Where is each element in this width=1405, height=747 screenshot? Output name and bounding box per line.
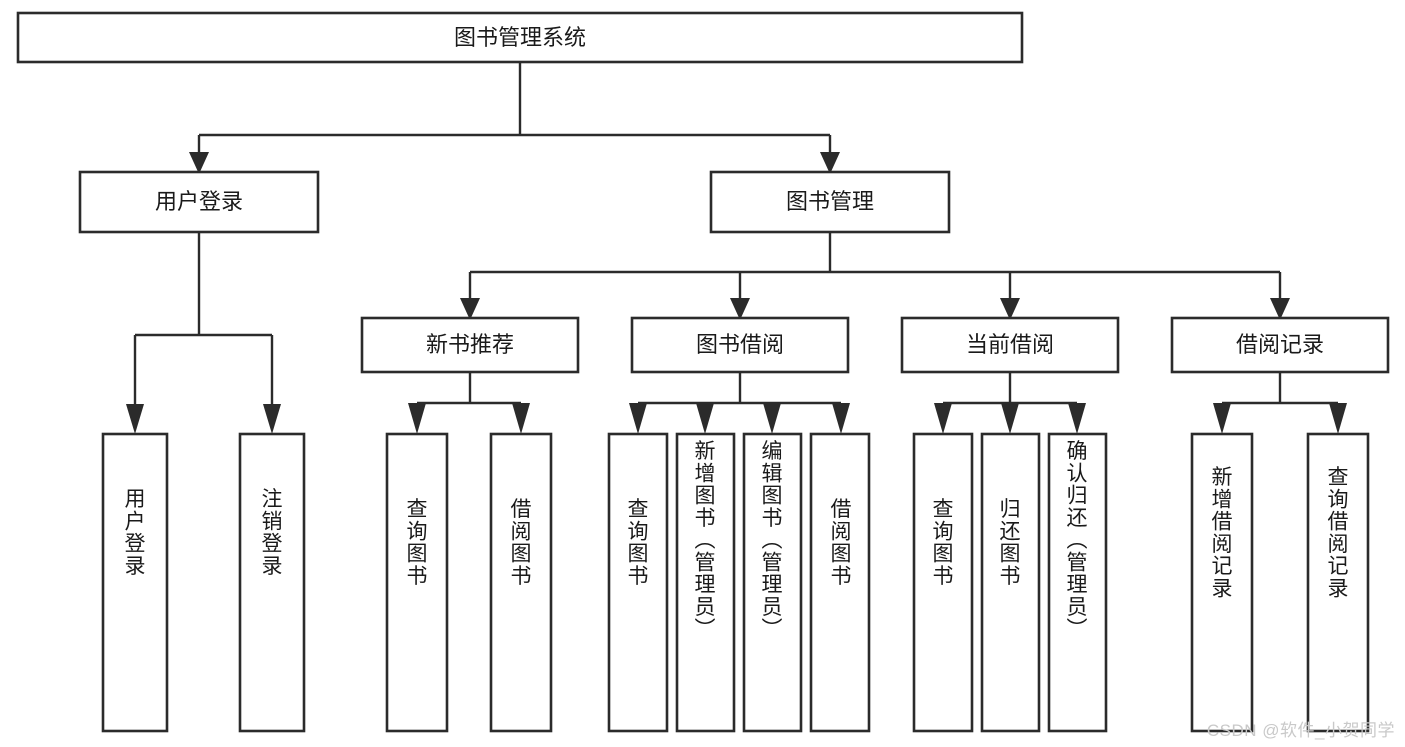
node-leaf-query-record-box[interactable] [1306,432,1370,733]
node-leaf-borrow-book-2-label: 借阅图书 [831,498,852,588]
node-leaf-return-book-label: 归还图书 [1000,498,1021,588]
node-leaf-confirm-return[interactable]: 确认归还︵管理员︶ [1047,432,1108,733]
node-new-book-rec[interactable]: 新书推荐 [360,316,580,374]
node-borrow-record-box[interactable] [1170,316,1390,374]
arrowhead-leaf-query-book-1 [408,403,426,434]
node-leaf-borrow-book-1-label: 借阅图书 [511,498,532,588]
node-leaf-query-book-2-label: 查询图书 [628,498,649,588]
node-leaf-add-book-label: 新增图书︵管理员︶ [695,440,716,641]
arrowhead-leaf-query-book-3 [934,403,952,434]
node-leaf-query-book-1-box[interactable] [385,432,449,733]
node-leaf-user-logout[interactable]: 注销登录 [238,432,306,733]
node-user-login-label: 用户登录 [155,189,243,214]
node-leaf-borrow-book-1[interactable]: 借阅图书 [489,432,553,733]
arrowhead-leaf-edit-book [763,403,781,434]
node-leaf-borrow-book-2[interactable]: 借阅图书 [809,432,871,733]
node-leaf-return-book-box[interactable] [980,432,1041,733]
node-root[interactable]: 图书管理系统 [16,11,1024,64]
node-leaf-query-record[interactable]: 查询借阅记录 [1306,432,1370,733]
node-book-manage-label: 图书管理 [786,189,874,214]
node-leaf-borrow-book-1-box[interactable] [489,432,553,733]
node-leaf-query-record-label: 查询借阅记录 [1328,466,1349,600]
arrowhead-leaf-add-record [1213,403,1231,434]
node-current-borrow[interactable]: 当前借阅 [900,316,1120,374]
node-leaf-confirm-return-box[interactable] [1047,432,1108,733]
node-book-borrow-box[interactable] [630,316,850,374]
node-leaf-edit-book-label: 编辑图书︵管理员︶ [762,440,783,641]
node-leaf-add-record-label: 新增借阅记录 [1212,466,1233,600]
node-leaf-query-book-3[interactable]: 查询图书 [912,432,974,733]
arrowhead-layer [126,152,1347,434]
arrowhead-book-manage [820,152,840,174]
node-root-box[interactable] [16,11,1024,64]
arrowhead-book-borrow [730,298,750,320]
node-book-borrow[interactable]: 图书借阅 [630,316,850,374]
node-leaf-user-login[interactable]: 用户登录 [101,432,169,733]
node-borrow-record-label: 借阅记录 [1236,332,1324,357]
node-book-manage[interactable]: 图书管理 [709,170,951,234]
node-leaf-return-book[interactable]: 归还图书 [980,432,1041,733]
node-leaf-query-book-2[interactable]: 查询图书 [607,432,669,733]
node-leaf-user-login-label: 用户登录 [125,488,146,578]
arrowhead-user-login [189,152,209,174]
arrowhead-leaf-user-login [126,404,144,434]
node-leaf-user-logout-box[interactable] [238,432,306,733]
node-new-book-rec-box[interactable] [360,316,580,374]
node-user-login[interactable]: 用户登录 [78,170,320,234]
node-leaf-add-book-box[interactable] [675,432,736,733]
arrowhead-new-book-rec [460,298,480,320]
arrowhead-leaf-user-logout [263,404,281,434]
node-root-label: 图书管理系统 [454,25,586,50]
node-leaf-edit-book-box[interactable] [742,432,803,733]
arrowhead-leaf-return-book [1001,403,1019,434]
node-current-borrow-label: 当前借阅 [966,332,1054,357]
arrowhead-leaf-query-record [1329,403,1347,434]
node-book-manage-box[interactable] [709,170,951,234]
node-leaf-query-book-2-box[interactable] [607,432,669,733]
node-leaf-query-book-3-box[interactable] [912,432,974,733]
node-leaf-confirm-return-label: 确认归还︵管理员︶ [1067,440,1088,641]
arrowhead-leaf-borrow-book-2 [832,403,850,434]
node-new-book-rec-label: 新书推荐 [426,332,514,357]
node-leaf-add-book[interactable]: 新增图书︵管理员︶ [675,432,736,733]
node-leaf-user-login-box[interactable] [101,432,169,733]
node-leaf-add-record[interactable]: 新增借阅记录 [1190,432,1254,733]
arrowhead-leaf-add-book [696,403,714,434]
node-leaf-query-book-1-label: 查询图书 [407,498,428,588]
arrowhead-current-borrow [1000,298,1020,320]
node-current-borrow-box[interactable] [900,316,1120,374]
node-borrow-record[interactable]: 借阅记录 [1170,316,1390,374]
node-leaf-query-book-3-label: 查询图书 [933,498,954,588]
node-user-login-box[interactable] [78,170,320,234]
arrowhead-leaf-query-book-2 [629,403,647,434]
node-leaf-user-logout-label: 注销登录 [262,488,283,578]
node-book-borrow-label: 图书借阅 [696,332,784,357]
arrowhead-leaf-borrow-book-1 [512,403,530,434]
node-leaf-query-book-1[interactable]: 查询图书 [385,432,449,733]
arrowhead-borrow-record [1270,298,1290,320]
node-leaf-edit-book[interactable]: 编辑图书︵管理员︶ [742,432,803,733]
node-leaf-borrow-book-2-box[interactable] [809,432,871,733]
node-leaf-add-record-box[interactable] [1190,432,1254,733]
arrowhead-leaf-confirm-return [1068,403,1086,434]
